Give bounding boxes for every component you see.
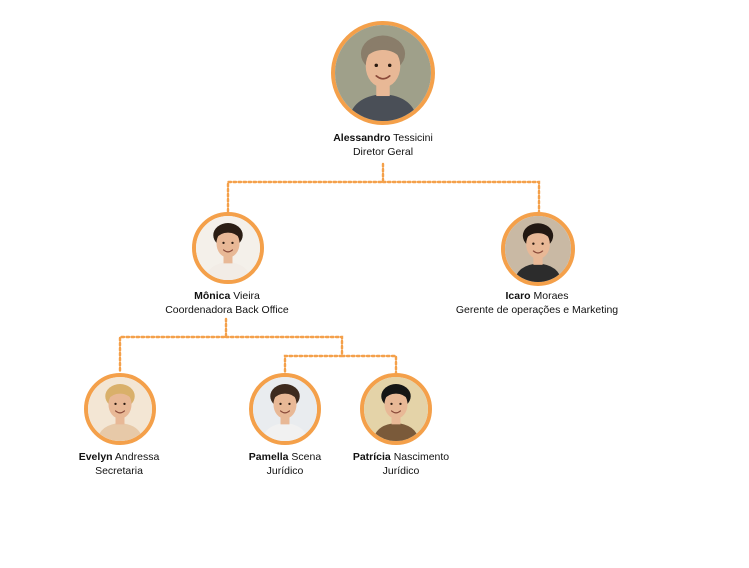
right-eye [387, 63, 392, 68]
patricia-photo-icon [364, 377, 428, 441]
name-label-monica: Mônica Vieira [194, 289, 260, 303]
first-name-patricia: Patrícia [352, 451, 391, 463]
connector-coordinator-to-staff [118, 317, 398, 375]
role-label-icaro: Gerente de operações e Marketing [455, 304, 619, 316]
first-name-icaro: Icaro [505, 290, 531, 302]
monica-photo-icon [196, 216, 260, 280]
avatar-icaro [501, 212, 575, 286]
right-eye [399, 402, 402, 406]
smile [390, 410, 402, 414]
smile [222, 249, 234, 253]
last-name-pamella: Scena [291, 451, 322, 463]
first-name-evelyn: Evelyn [78, 451, 113, 463]
avatar-patricia [360, 373, 432, 445]
face [216, 229, 240, 258]
smile [375, 75, 391, 80]
alessandro-photo-icon [335, 25, 431, 121]
role-label-pamella: Jurídico [266, 465, 304, 477]
smile [532, 250, 544, 254]
left-eye [532, 242, 535, 245]
hairline [215, 227, 241, 240]
shoulders [204, 262, 252, 280]
avatar-alessandro [331, 21, 435, 125]
face [384, 390, 408, 419]
first-name-pamella: Pamella [248, 451, 289, 463]
shoulders [514, 263, 562, 282]
right-eye [288, 402, 291, 406]
name-label-evelyn: Evelyn Andressa [79, 450, 160, 464]
avatar-evelyn [84, 373, 156, 445]
name-label-patricia: Patrícia Nascimento [353, 450, 449, 464]
first-name-alessandro: Alessandro [333, 132, 391, 144]
role-label-patricia: Jurídico [382, 465, 420, 477]
last-name-patricia: Nascimento [393, 451, 450, 463]
hairline [363, 42, 403, 60]
shoulders [96, 423, 144, 441]
name-label-icaro: Icaro Moraes [505, 289, 568, 303]
face [365, 45, 401, 88]
left-eye [114, 402, 117, 406]
role-label-evelyn: Secretaria [95, 465, 143, 477]
name-label-alessandro: Alessandro Tessicini [333, 131, 433, 145]
avatar-monica [192, 212, 264, 284]
shoulders [372, 423, 420, 441]
left-eye [390, 402, 393, 406]
right-eye [541, 242, 544, 245]
last-name-monica: Vieira [233, 290, 260, 302]
face [273, 390, 297, 419]
name-label-pamella: Pamella Scena [249, 450, 321, 464]
last-name-evelyn: Andressa [114, 451, 160, 463]
hairline [272, 388, 298, 401]
left-eye [222, 241, 225, 245]
shoulders [348, 94, 418, 121]
hairline [107, 388, 133, 401]
icaro-photo-icon [505, 216, 571, 282]
left-eye [279, 402, 282, 406]
right-eye [231, 241, 234, 245]
avatar-pamella [249, 373, 321, 445]
pamella-photo-icon [253, 377, 317, 441]
hairline [524, 227, 552, 240]
hairline [383, 388, 409, 401]
last-name-alessandro: Tessicini [393, 132, 433, 144]
role-label-monica: Coordenadora Back Office [165, 304, 289, 316]
last-name-icaro: Moraes [533, 290, 569, 302]
first-name-monica: Mônica [194, 290, 231, 302]
smile [279, 410, 291, 414]
evelyn-photo-icon [88, 377, 152, 441]
shoulders [261, 423, 309, 441]
face [108, 390, 132, 419]
role-label-alessandro: Diretor Geral [352, 146, 414, 158]
right-eye [123, 402, 126, 406]
smile [114, 410, 126, 414]
left-eye [374, 63, 379, 68]
face [526, 229, 550, 259]
connector-director-to-managers [226, 162, 541, 214]
